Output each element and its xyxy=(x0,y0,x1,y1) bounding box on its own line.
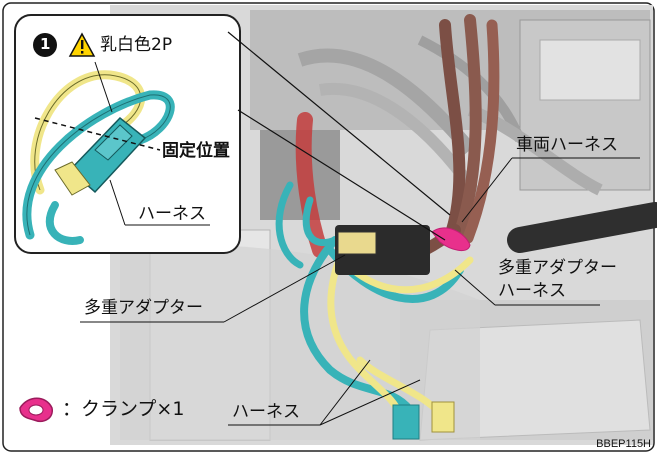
hanging-connectors xyxy=(392,401,455,440)
inset-harness-label: ハーネス xyxy=(138,204,206,224)
warning-icon xyxy=(68,32,96,57)
inset-leader-lines xyxy=(227,31,451,241)
clamp-legend-text: ：クランプ×1 xyxy=(62,398,185,420)
detail-inset xyxy=(14,14,241,254)
multi-adapter-label: 多重アダプター xyxy=(84,298,203,318)
clamp-icon xyxy=(19,397,53,422)
figure-code: BBEP115H xyxy=(596,438,651,450)
fixing-position-label: 固定位置 xyxy=(162,141,230,161)
multi-adapter-harness-label-line1: 多重アダプター xyxy=(498,258,617,278)
step-number: 1 xyxy=(40,35,51,53)
vehicle-harness-label: 車両ハーネス xyxy=(516,135,618,155)
callout-lines xyxy=(80,157,640,426)
connector-color-label: 乳白色2P xyxy=(100,35,173,55)
multi-adapter-connector xyxy=(335,225,430,275)
multi-adapter-harness-label-line2: ハーネス xyxy=(498,281,566,301)
step-number-badge xyxy=(33,33,57,57)
harness-label: ハーネス xyxy=(232,402,300,422)
clamp-in-photo xyxy=(431,227,471,252)
